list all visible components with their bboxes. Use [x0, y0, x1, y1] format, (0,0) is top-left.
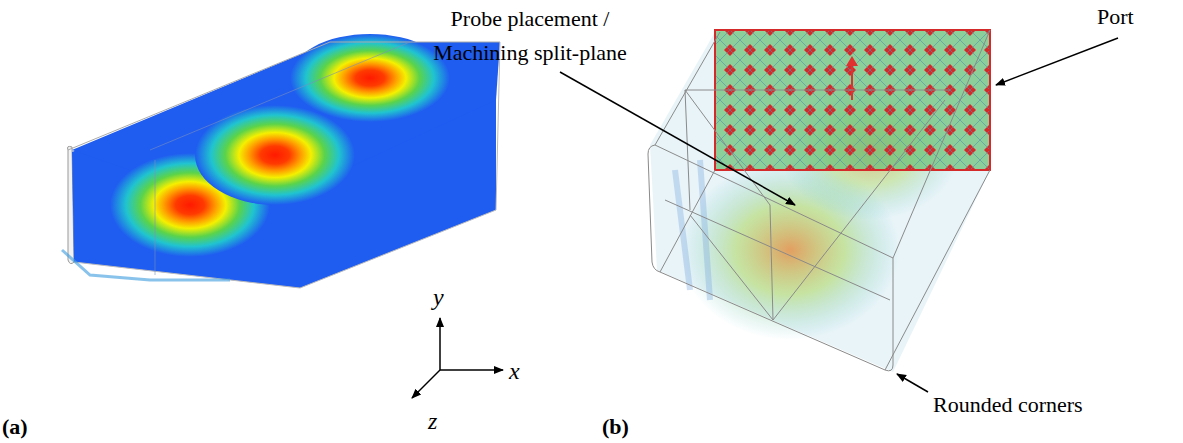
leader-lines — [560, 38, 1118, 392]
field-plot-a — [62, 34, 500, 288]
callout-label: Port — [1097, 0, 1134, 34]
callout-label: Probe placement / Machining split-plane — [415, 2, 645, 70]
waveguide-model-b — [648, 30, 990, 372]
callout-label: Rounded corners — [933, 388, 1083, 422]
axis-label: z — [428, 404, 437, 438]
axis-triad — [412, 318, 503, 398]
axis-label: x — [509, 354, 520, 388]
panel-label: (b) — [602, 410, 629, 443]
panel-label: (a) — [2, 410, 28, 443]
axis-label: y — [433, 280, 444, 314]
